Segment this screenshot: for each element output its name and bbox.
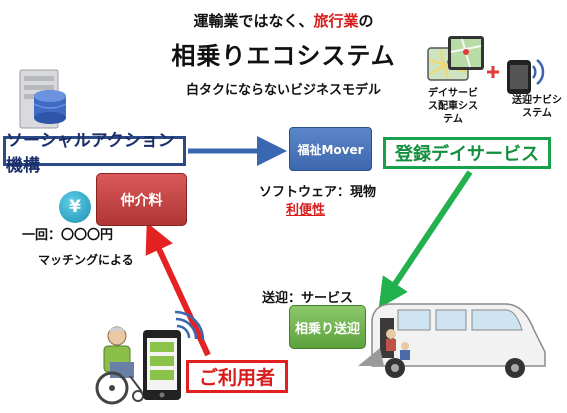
welfare-van-icon [358, 303, 546, 378]
plus-icon [487, 66, 499, 78]
arrow-user-to-fee [145, 222, 211, 357]
header-suffix: の [358, 12, 374, 30]
convenience-label: 利便性 [286, 203, 326, 218]
brokerage-fee-box: 仲介料 [96, 173, 187, 226]
header-line1: 運輸業ではなく、旅行業の [0, 10, 567, 31]
arrow-day-to-ride [378, 170, 473, 309]
dispatch-system-label: デイサービス配車システム [428, 88, 478, 125]
page-subtitle: 白タクにならないビジネスモデル [185, 83, 381, 98]
fukushi-mover-box: 福祉Mover [289, 127, 372, 171]
header-prefix: 運輸業ではなく、 [193, 12, 314, 30]
smartphone-signal-icon [507, 59, 545, 94]
social-action-org-box: ソーシャルアクション機構 [3, 131, 186, 176]
software-label: ソフトウェア：現物 [259, 185, 377, 200]
navi-system-label: 送迎ナビシステム [512, 95, 562, 119]
map-tablet-icon [427, 36, 484, 81]
user-box: ご利用者 [186, 360, 288, 393]
shared-ride-box: 相乗り送迎 [289, 305, 366, 349]
registered-day-service-box: 登録デイサービス [383, 137, 551, 169]
matching-label: マッチングによる [38, 253, 134, 267]
wheelchair-user-icon [95, 326, 144, 405]
yen-coin-icon: ¥ [59, 191, 91, 223]
page-title: 相乗りエコシステム [171, 42, 396, 70]
price-label: 一回：〇〇〇円 [22, 228, 114, 243]
user-phone-icon [143, 310, 205, 400]
header-highlight: 旅行業 [313, 12, 359, 30]
pickup-service-label: 送迎：サービス [262, 291, 354, 306]
server-database-icon [19, 69, 67, 129]
